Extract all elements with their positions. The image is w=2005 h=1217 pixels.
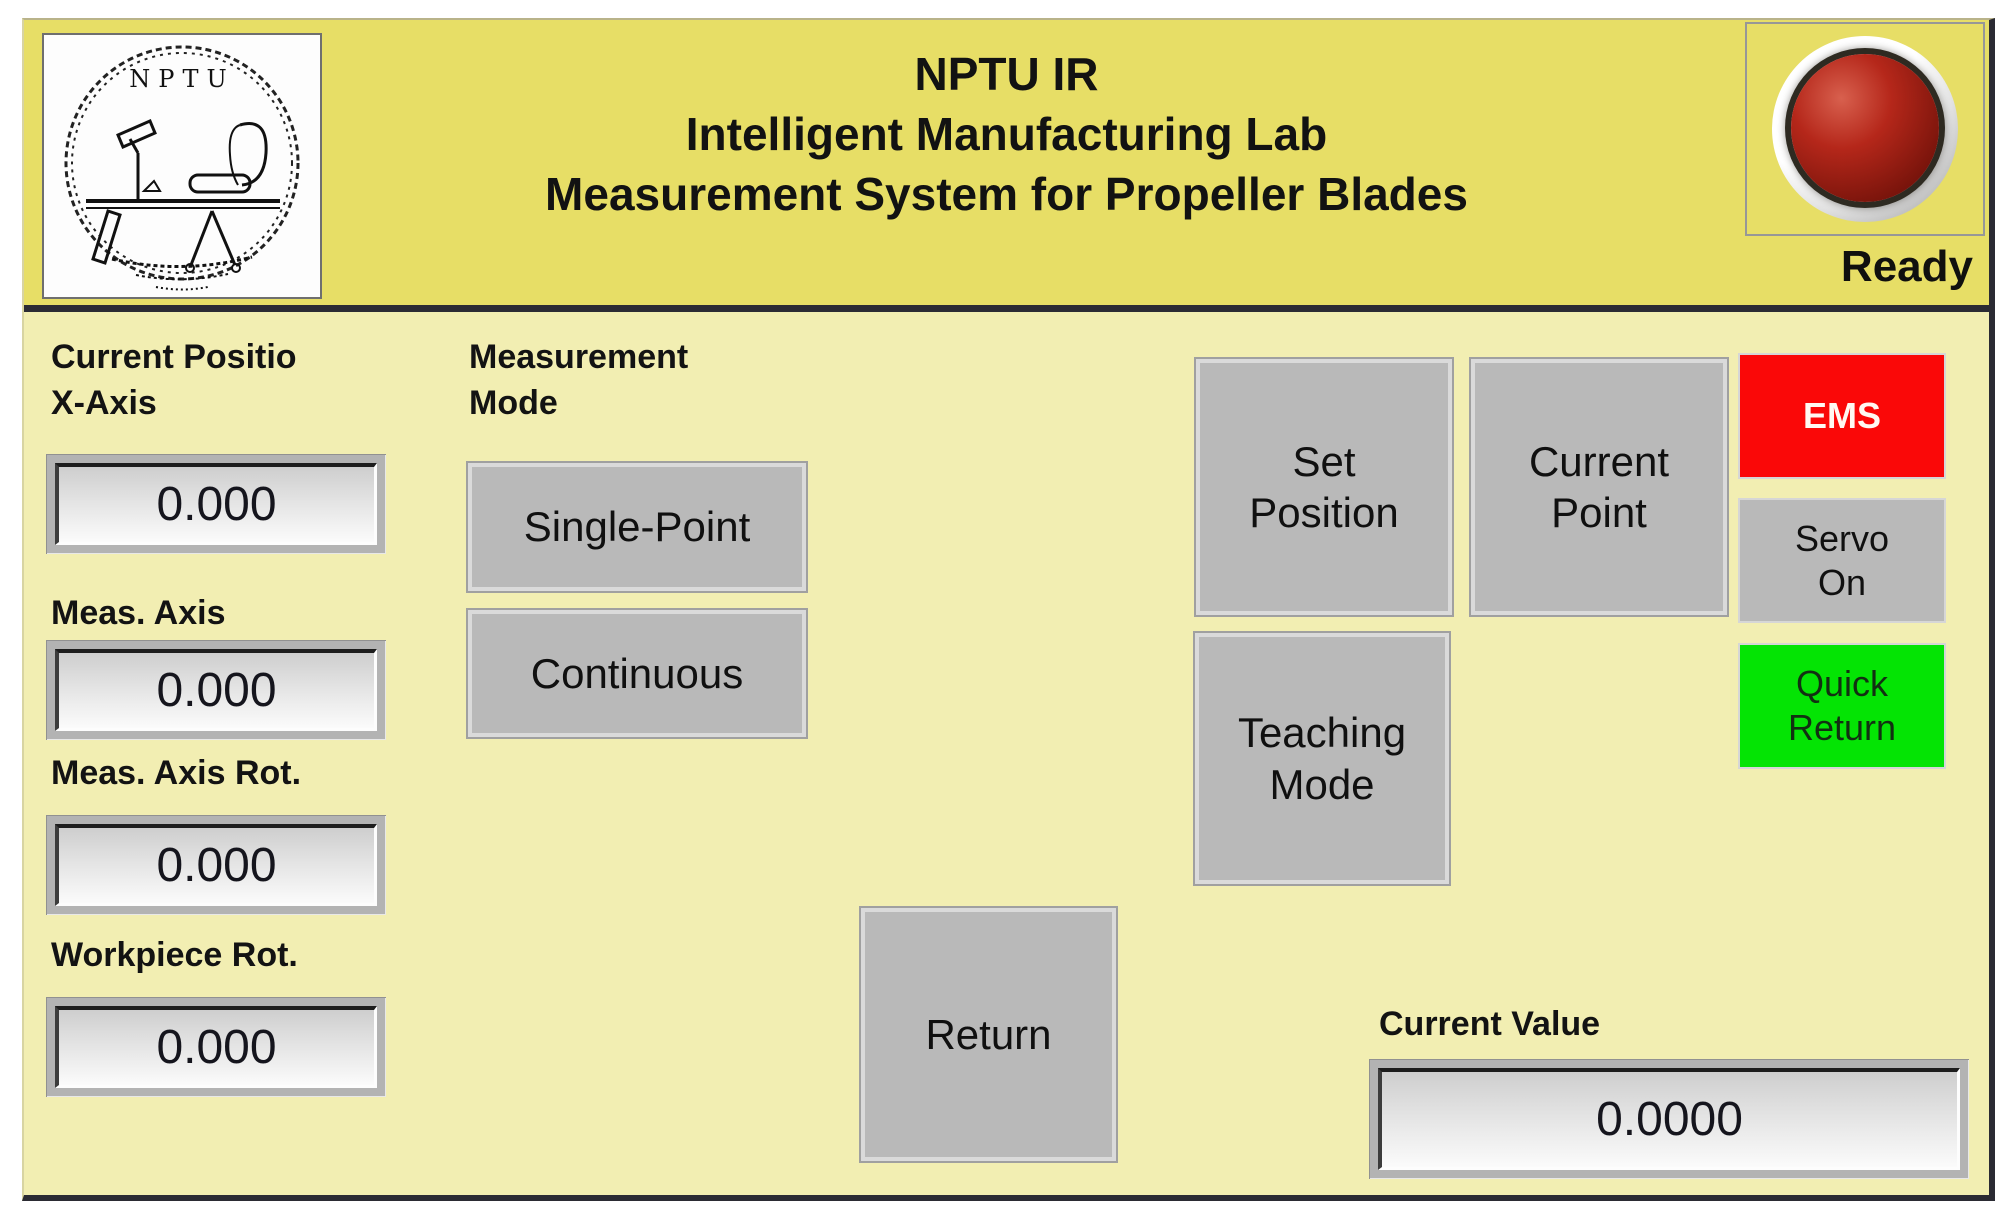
main-panel: NPTU [22, 18, 1995, 1201]
measurement-mode-label: Measurement Mode [469, 338, 689, 422]
readout-meas-axis: 0.000 [46, 640, 386, 740]
return-button[interactable]: Return [859, 906, 1118, 1163]
page-title: NPTU IR Intelligent Manufacturing Lab Me… [545, 44, 1468, 224]
set-position-button[interactable]: Set Position [1194, 357, 1454, 617]
nptu-logo-art: NPTU [64, 45, 300, 291]
readout-meas-axis-rot-value: 0.000 [55, 824, 377, 906]
logo-text: NPTU [129, 65, 234, 93]
current-value-display: 0.0000 [1369, 1059, 1969, 1179]
readout-workpiece-rot: 0.000 [46, 997, 386, 1097]
nptu-logo: NPTU [42, 33, 322, 299]
current-value-label: Current Value [1379, 1005, 1601, 1043]
single-point-button[interactable]: Single-Point [466, 461, 808, 593]
current-value: 0.0000 [1378, 1068, 1960, 1170]
readout-label-x-axis: Current Positio X-Axis [51, 338, 297, 422]
readout-label-workpiece-rot: Workpiece Rot. [51, 936, 298, 974]
status-indicator-light [1791, 54, 1939, 202]
ems-button[interactable]: EMS [1738, 353, 1946, 479]
readout-label-meas-axis: Meas. Axis [51, 594, 226, 632]
title-line-3: Measurement System for Propeller Blades [545, 168, 1468, 220]
teaching-mode-button[interactable]: Teaching Mode [1193, 631, 1451, 886]
status-indicator-box [1745, 22, 1985, 236]
readout-label-meas-axis-rot: Meas. Axis Rot. [51, 754, 302, 792]
quick-return-button[interactable]: Quick Return [1738, 643, 1946, 769]
readout-meas-axis-value: 0.000 [55, 649, 377, 731]
readout-meas-axis-rot: 0.000 [46, 815, 386, 915]
header-bar: NPTU [24, 20, 1989, 312]
readout-x-axis-value: 0.000 [55, 463, 377, 545]
status-label: Ready [1840, 242, 1973, 291]
readout-x-axis: 0.000 [46, 454, 386, 554]
servo-on-button[interactable]: Servo On [1738, 498, 1946, 623]
readout-workpiece-rot-value: 0.000 [55, 1006, 377, 1088]
continuous-button[interactable]: Continuous [466, 608, 808, 739]
status-indicator-ring [1772, 36, 1958, 222]
current-point-button[interactable]: Current Point [1469, 357, 1729, 617]
title-line-1: NPTU IR [914, 48, 1099, 100]
title-line-2: Intelligent Manufacturing Lab [685, 108, 1328, 160]
